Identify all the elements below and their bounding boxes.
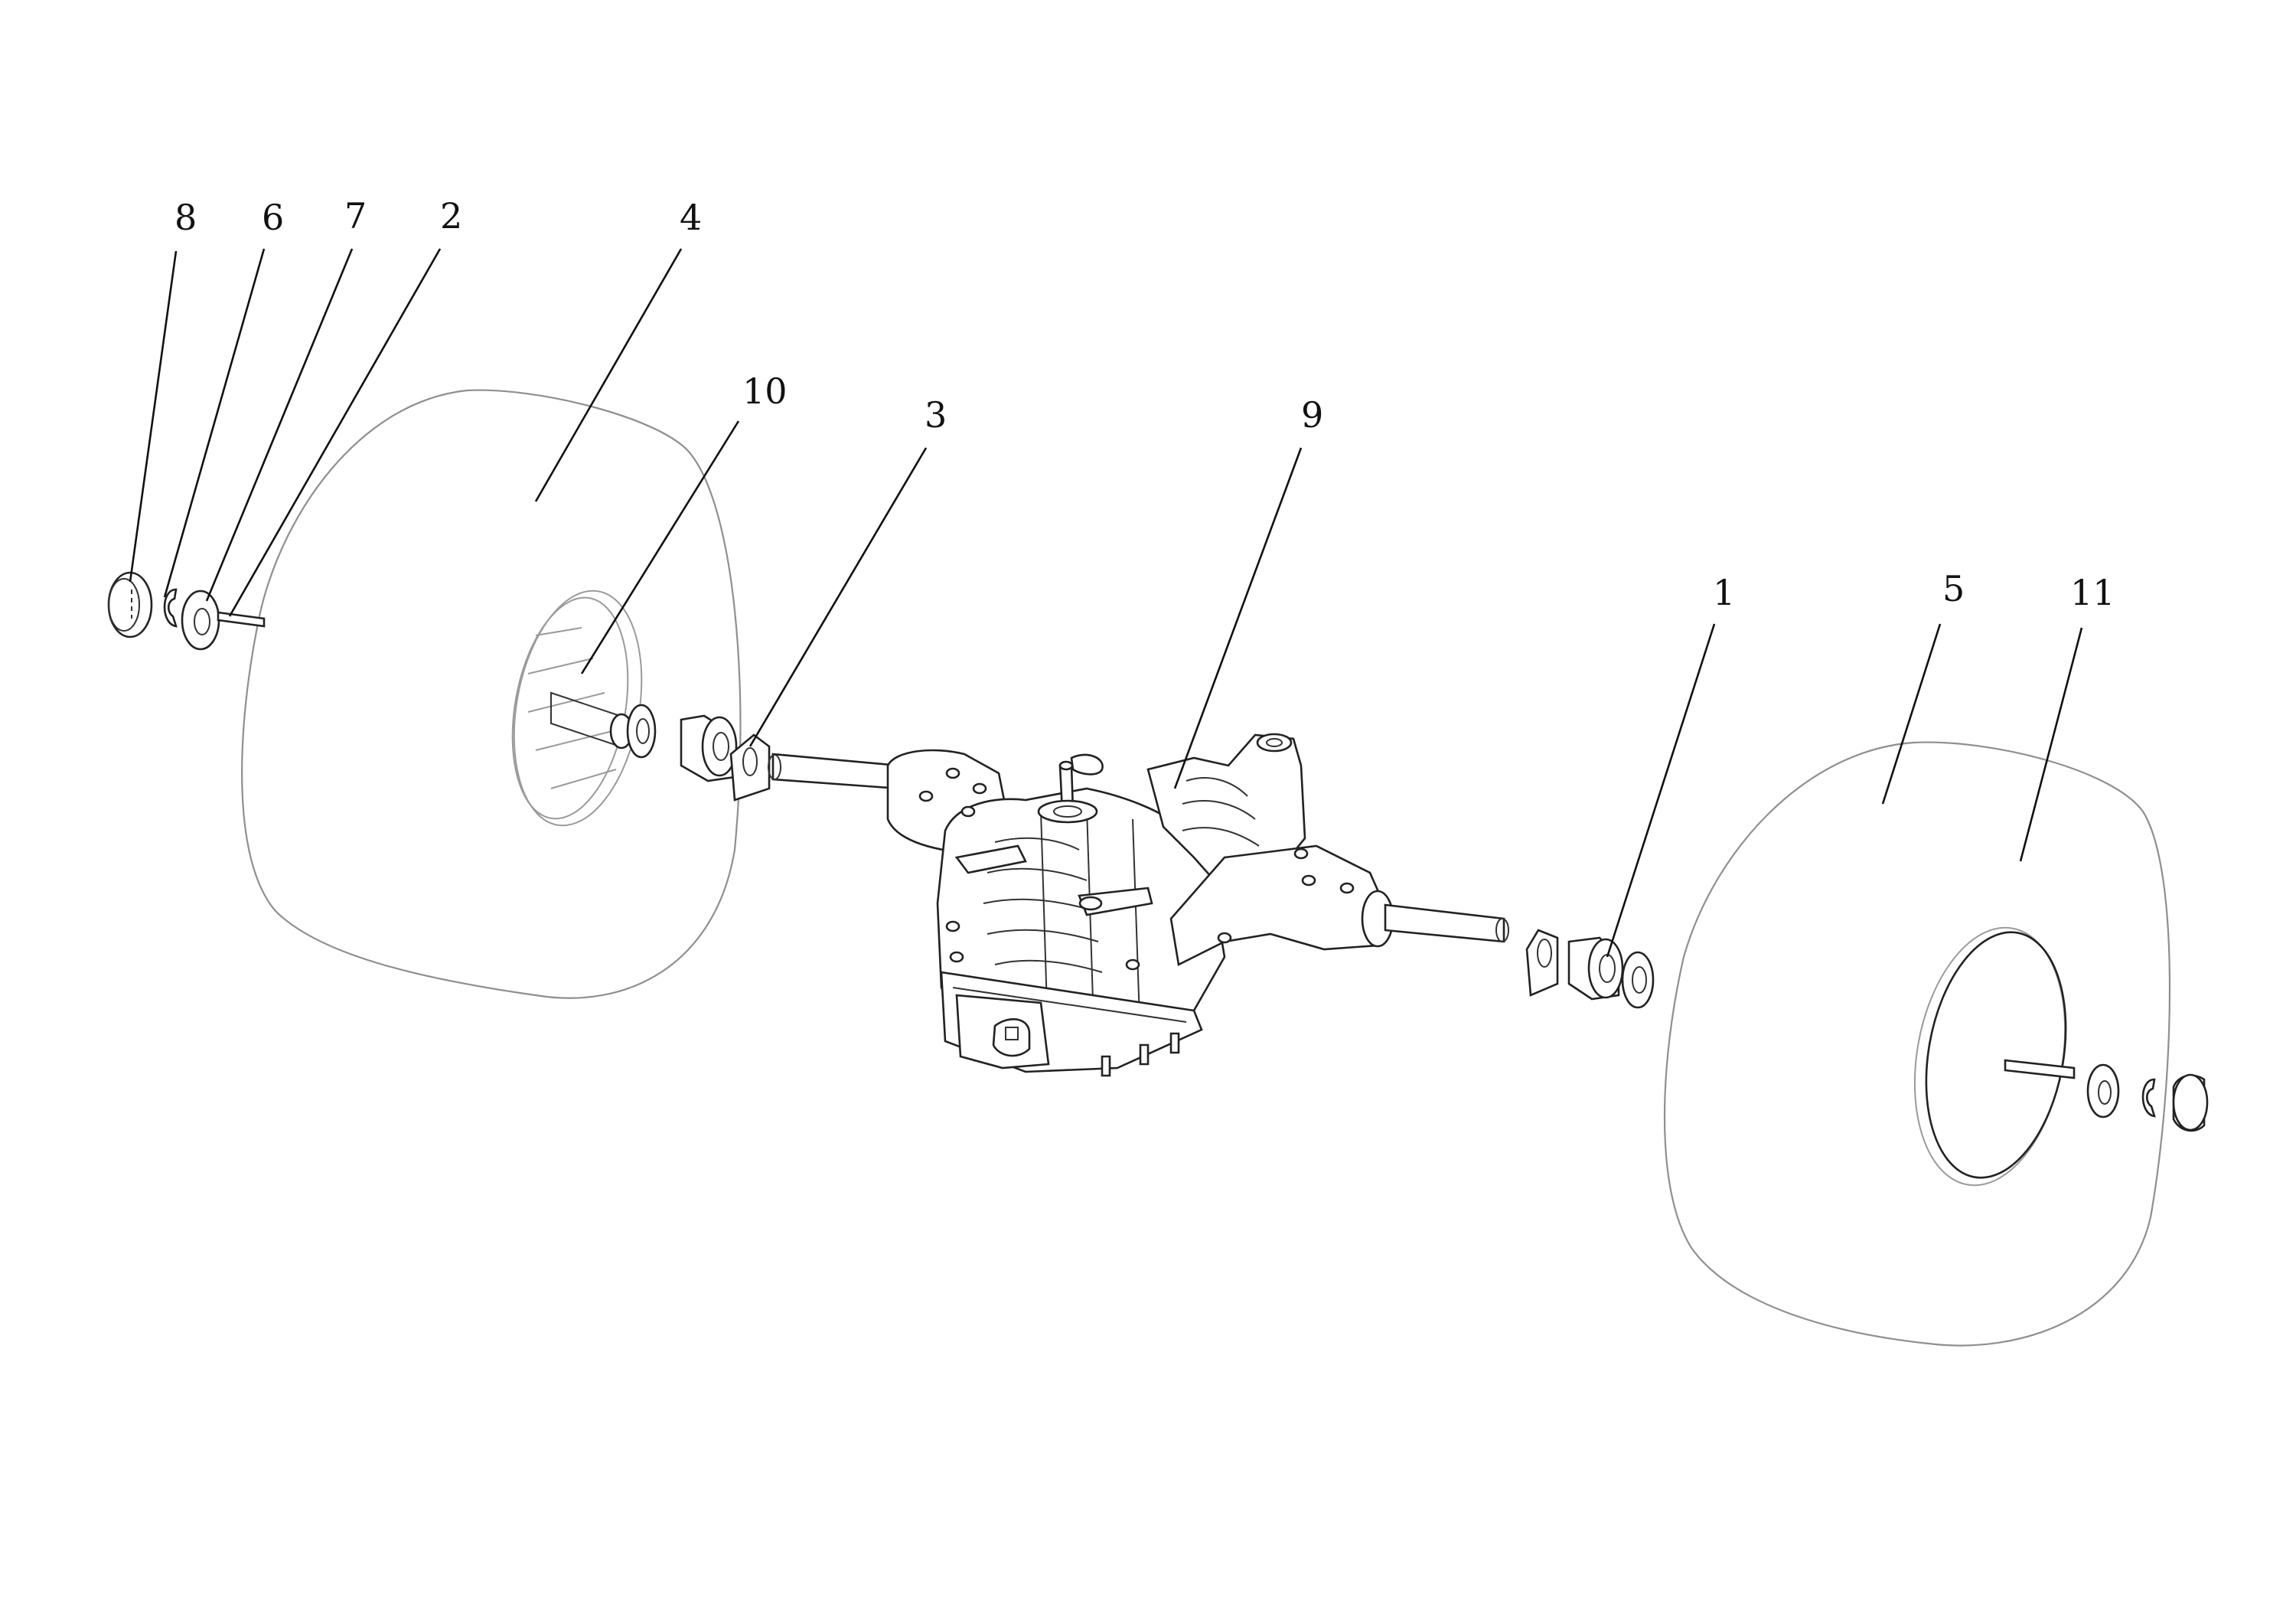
right-flat-washer (2086, 1063, 2120, 1118)
leader-5 (1881, 623, 1942, 805)
right-hub-cap (2172, 1073, 2209, 1132)
callout-9: 9 (1301, 394, 1323, 436)
right-bracket-washer (1525, 929, 1559, 997)
callout-6: 6 (262, 197, 284, 238)
left-flat-washer (181, 589, 220, 651)
right-spacer-bushing (1567, 936, 1624, 1001)
left-hub-cap (107, 571, 153, 638)
leader-4 (534, 248, 683, 502)
leader-11 (2019, 627, 2083, 862)
right-hub-washer (1621, 951, 1655, 1009)
leader-10 (580, 420, 740, 674)
transaxle-bolts (918, 767, 1355, 1077)
callout-7: 7 (344, 195, 367, 237)
left-e-clip (163, 588, 178, 628)
right-axle-key (2004, 1059, 2076, 1079)
leader-6 (163, 248, 266, 598)
callout-8: 8 (174, 197, 197, 238)
right-tire (1663, 741, 2171, 1347)
right-e-clip (2141, 1078, 2156, 1118)
leader-3 (748, 447, 928, 747)
left-tire (241, 389, 742, 999)
callout-10: 10 (742, 371, 788, 412)
right-wheel-rim (1913, 926, 2067, 1187)
left-axle-key (217, 611, 266, 628)
left-spacer-bushing (680, 714, 738, 782)
leader-1 (1606, 623, 1716, 958)
leader-9 (1173, 447, 1303, 789)
callout-11: 11 (2070, 572, 2115, 613)
leader-2 (228, 248, 442, 617)
callout-1: 1 (1713, 572, 1735, 613)
leader-7 (205, 248, 354, 602)
transaxle-assembly (768, 733, 1509, 1077)
callout-5: 5 (1942, 568, 1965, 609)
leader-lines (129, 248, 2083, 958)
leader-8 (129, 250, 178, 583)
left-hub-washer (626, 704, 657, 759)
callout-2: 2 (440, 195, 462, 237)
callout-4: 4 (680, 197, 702, 238)
callout-3: 3 (925, 394, 947, 436)
left-wheel-rim (511, 589, 643, 827)
callout-labels: 8 6 7 2 4 10 3 9 1 5 11 (174, 195, 2115, 613)
